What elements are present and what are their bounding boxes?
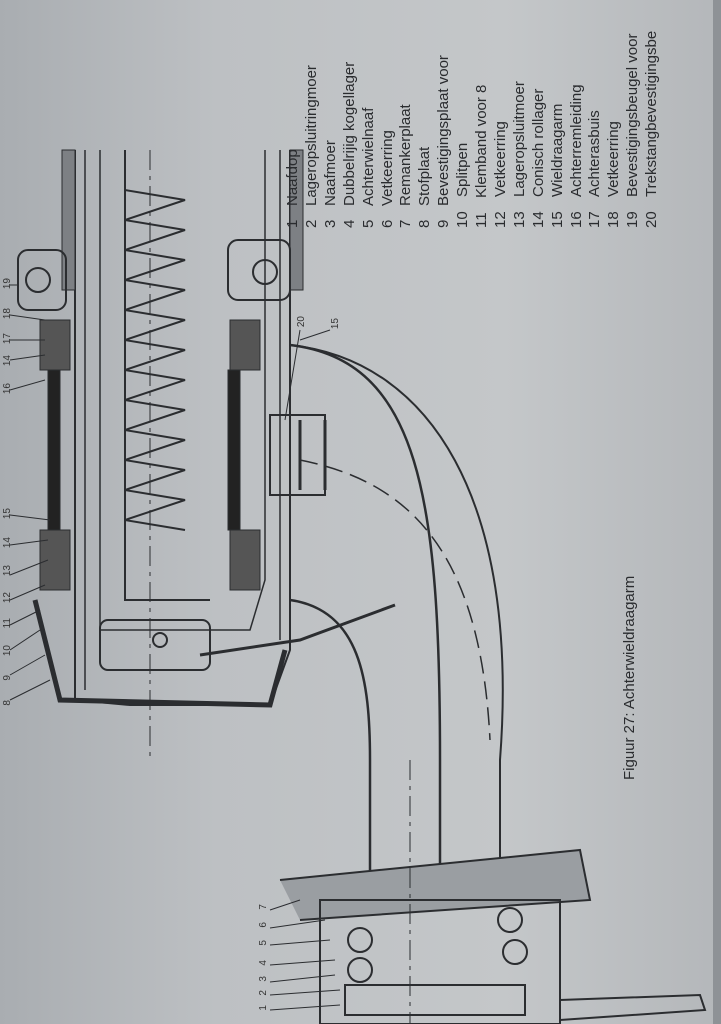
- legend-label: Naafmoer: [321, 139, 339, 206]
- callout-16: 16: [2, 383, 13, 395]
- callout-20: 20: [296, 316, 307, 328]
- legend-number: 8: [416, 219, 434, 228]
- legend-item: 11 Klemband voor 8: [473, 0, 491, 228]
- legend-number: 20: [643, 211, 661, 228]
- legend-label: Klemband voor 8: [473, 85, 490, 199]
- legend-item: 7 Remankerplaat: [397, 0, 415, 228]
- legend-label: Achterasbuis: [586, 110, 604, 198]
- legend-number: 16: [567, 211, 585, 228]
- legend-label: Stofplaat: [416, 146, 434, 206]
- legend-item: 18 Vetkeerring: [605, 0, 623, 228]
- torsion-spring: [124, 150, 210, 601]
- legend-label: Naafdop: [284, 148, 301, 206]
- legend-label: Dubbelrijig kogellager: [340, 61, 358, 206]
- callout-b2: 2: [258, 990, 269, 996]
- legend-number: 7: [397, 219, 415, 228]
- callout-10: 10: [2, 645, 13, 657]
- legend-label: Vetkeerring: [491, 121, 509, 198]
- legend-item: 5 Achterwielnaaf: [360, 0, 378, 228]
- legend-label: Conisch rollager: [529, 88, 547, 198]
- legend-item: 20 Trekstangbevestigingsbe: [643, 0, 661, 228]
- legend-number: 3: [321, 219, 339, 228]
- legend-label: Bevestigingsplaat voor: [435, 54, 453, 206]
- legend-number: 17: [586, 211, 604, 228]
- legend-label: Trekstangbevestigingsbe: [643, 31, 661, 198]
- legend-item: 16 Achterremleiding: [568, 0, 586, 228]
- legend-number: 15: [548, 211, 566, 228]
- legend-number: 18: [605, 211, 623, 228]
- figure-caption: Figuur 27: Achterwieldraagarm: [621, 575, 638, 780]
- legend-label: Achterremleiding: [567, 84, 585, 198]
- legend-number: 5: [359, 219, 377, 228]
- legend-number: 19: [624, 211, 642, 228]
- legend-number: 2: [302, 219, 320, 228]
- legend-item: 4 Dubbelrijig kogellager: [341, 0, 359, 228]
- callout-11: 11: [2, 618, 13, 629]
- legend-label: Vetkeerring: [378, 129, 396, 206]
- callout-b6: 6: [258, 922, 269, 928]
- legend-item: 6 Vetkeerring: [379, 0, 397, 228]
- legend-item: 19 Bevestigingsbeugel voor: [624, 0, 642, 228]
- legend-label: Splitpen: [454, 143, 472, 198]
- legend-item: 10 Splitpen: [454, 0, 472, 228]
- legend-label: Lageropsluitringmoer: [302, 64, 320, 206]
- callout-19: 19: [2, 278, 13, 290]
- outer-tube: [74, 150, 291, 706]
- legend-item: 13 Lageropsluitmoer: [511, 0, 529, 228]
- callout-14b: 14: [2, 355, 13, 367]
- callout-8: 8: [2, 700, 13, 706]
- legend-item: 12 Vetkeerring: [492, 0, 510, 228]
- legend-label: Wieldraagarm: [548, 103, 566, 198]
- callout-17: 17: [2, 333, 13, 345]
- legend-item: 8 Stofplaat: [416, 0, 434, 228]
- callout-15: 15: [2, 508, 13, 520]
- legend-label: Remankerplaat: [397, 103, 415, 206]
- legend-number: 10: [454, 211, 472, 228]
- legend-label: Achterwielnaaf: [359, 107, 377, 206]
- callout-15-arm: 15: [330, 318, 341, 330]
- callout-13: 13: [2, 565, 13, 577]
- legend-number: 6: [378, 219, 396, 228]
- legend-label: Vetkeerring: [605, 121, 623, 198]
- legend-label: Lageropsluitmoer: [510, 81, 528, 198]
- page-binding-edge: [713, 0, 721, 1024]
- legend-number: 4: [340, 219, 358, 228]
- legend-number: 14: [529, 211, 547, 228]
- legend-number: 9: [435, 219, 453, 228]
- callout-9: 9: [2, 675, 13, 681]
- trailing-arm: [289, 343, 442, 900]
- legend-item: 15 Wieldraagarm: [549, 0, 567, 228]
- callout-b5: 5: [258, 940, 269, 946]
- legend-item: 2 Lageropsluitringmoer: [303, 0, 321, 228]
- legend-item: 9 Bevestigingsplaat voor: [435, 0, 453, 228]
- callout-18: 18: [2, 308, 13, 320]
- legend-number: 12: [491, 211, 509, 228]
- callout-b7: 7: [258, 904, 269, 910]
- callout-b4: 4: [258, 960, 269, 966]
- legend-item: 1 Naafdop: [284, 0, 302, 228]
- legend-item: 14 Conisch rollager: [530, 0, 548, 228]
- legend-number: 11: [473, 212, 490, 228]
- callout-b1: 1: [258, 1005, 269, 1011]
- legend-label: Bevestigingsbeugel voor: [624, 33, 642, 198]
- legend-item: 17 Achterasbuis: [586, 0, 604, 228]
- legend-item: 3 Naafmoer: [322, 0, 340, 228]
- legend-number: 1: [284, 219, 301, 228]
- legend-number: 13: [510, 211, 528, 228]
- callout-b3: 3: [258, 976, 269, 982]
- callout-14: 14: [2, 537, 13, 549]
- callout-12: 12: [2, 592, 13, 604]
